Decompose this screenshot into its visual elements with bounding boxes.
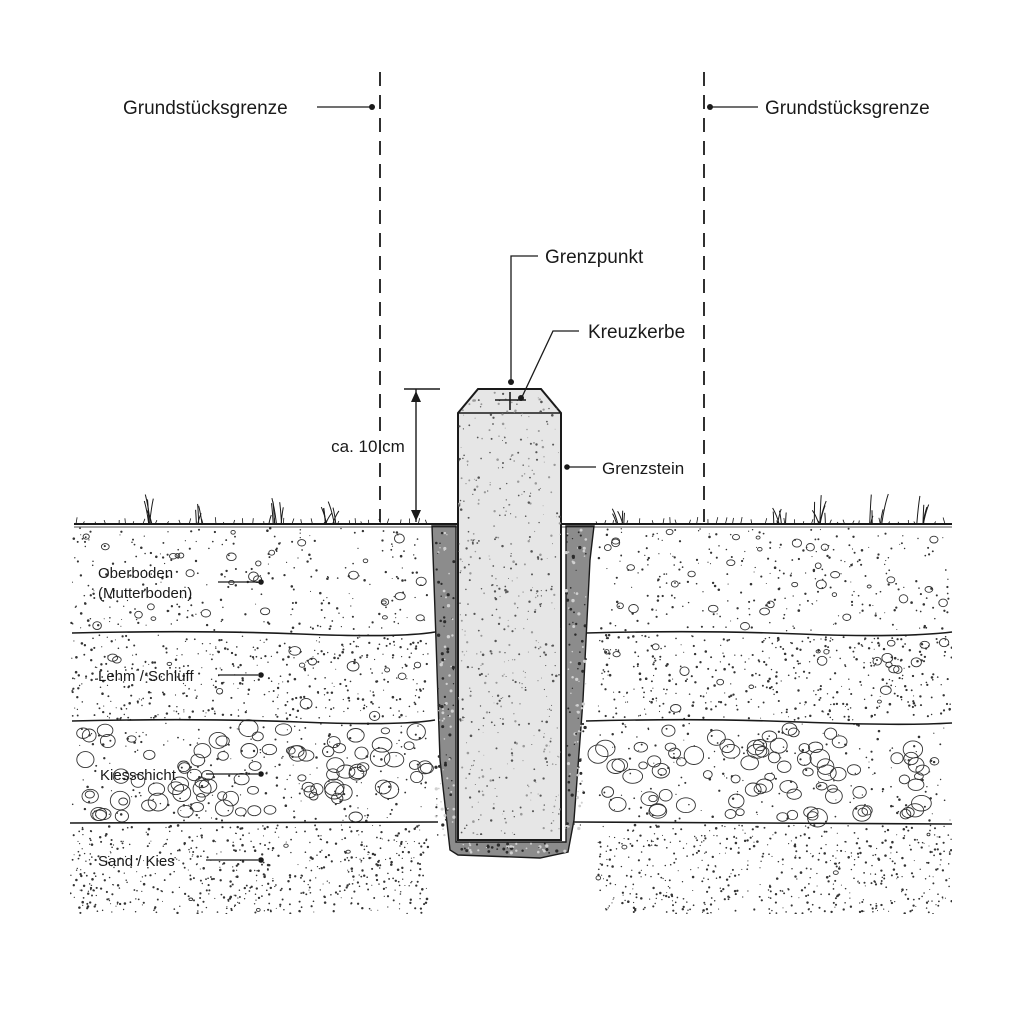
- grenzstein-dot: [564, 464, 570, 470]
- kreuzkerbe-dot: [518, 395, 524, 401]
- backfill-grain: [434, 528, 588, 855]
- sand-label: Sand / Kies: [98, 853, 175, 870]
- loam-gravel-boundary-right: [585, 718, 953, 726]
- layer-label-loam: Lehm / Schluff: [98, 668, 264, 685]
- layer-boundaries: [69, 630, 953, 825]
- topsoil-loam-boundary-left: [71, 630, 436, 637]
- layer-label-sand: Sand / Kies: [98, 853, 264, 870]
- loam-dot: [258, 672, 264, 678]
- gravel-sand-boundary-left: [69, 821, 439, 824]
- layer-label-topsoil: Oberboden (Mutterboden): [98, 565, 264, 602]
- boundary-label-right-text: Grundstücksgrenze: [765, 98, 930, 119]
- topsoil-dot: [258, 579, 264, 585]
- gravel-label: Kiesschicht: [100, 767, 177, 784]
- loam-label: Lehm / Schluff: [98, 668, 194, 685]
- loam-gravel-boundary-left: [71, 718, 436, 725]
- boundary-stone: [457, 388, 562, 841]
- boundary-label-left: Grundstücksgrenze: [123, 98, 375, 119]
- topsoil-label-line1: Oberboden: [98, 565, 173, 582]
- sand-dot: [258, 857, 264, 863]
- kreuzkerbe-leader: [521, 330, 579, 398]
- grenzpunkt-dot: [508, 379, 514, 385]
- height-dimension: [404, 388, 440, 522]
- boundary-label-right: Grundstücksgrenze: [707, 98, 930, 119]
- topsoil-loam-boundary-right: [585, 630, 953, 637]
- grass-tufts: [75, 493, 946, 525]
- boundary-label-left-dot: [369, 104, 375, 110]
- stone-speckle: [458, 391, 561, 835]
- boundary-label-right-dot: [707, 104, 713, 110]
- layer-label-gravel: Kiesschicht: [100, 767, 264, 784]
- boundary-label-left-text: Grundstücksgrenze: [123, 98, 288, 119]
- height-dimension-label: ca. 10 cm: [331, 437, 405, 456]
- gravel-sand-boundary-right: [571, 821, 953, 825]
- gravel-dot: [258, 771, 264, 777]
- grenzstein-label: Grenzstein: [602, 459, 684, 478]
- topsoil-label-line2: (Mutterboden): [98, 585, 192, 602]
- grenzpunkt-label: Grenzpunkt: [545, 247, 644, 268]
- kreuzkerbe-callout: Kreuzkerbe: [518, 322, 685, 401]
- grenzpunkt-leader: [510, 255, 538, 381]
- kreuzkerbe-label: Kreuzkerbe: [588, 322, 685, 343]
- grenzstein-callout: Grenzstein: [564, 459, 684, 478]
- soil-texture: [70, 526, 952, 914]
- grenzpunkt-callout: Grenzpunkt: [508, 247, 644, 385]
